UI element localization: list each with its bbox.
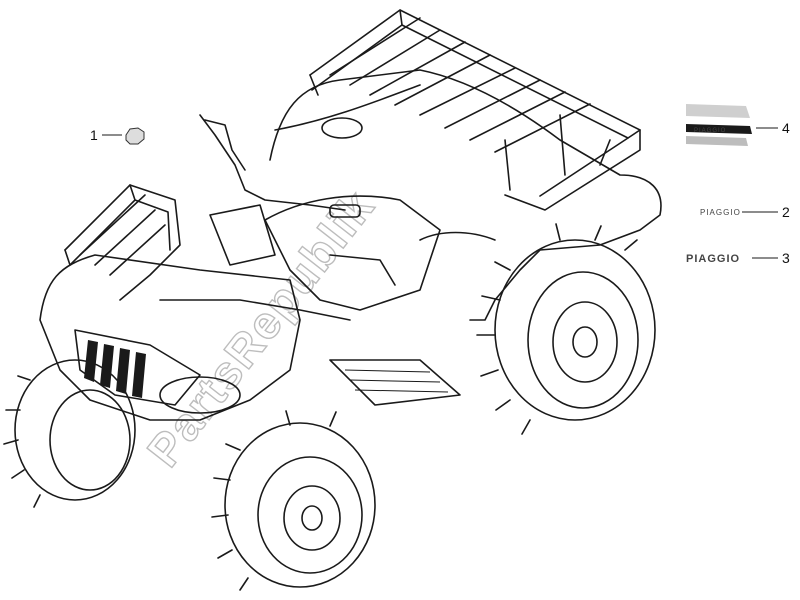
watermark-text: PartsRepublik [137, 180, 384, 476]
round-emblem-part [125, 127, 145, 145]
callout-3-number: 3 [782, 250, 790, 266]
front-rack [64, 184, 181, 301]
watermark: PartsRepublik [136, 179, 385, 477]
front-right-wheel [211, 410, 376, 591]
svg-text:PIAGGIO: PIAGGIO [694, 128, 726, 134]
callout-2-number: 2 [782, 204, 790, 220]
callout-1-number: 1 [90, 127, 98, 143]
callout-3: PIAGGIO 3 [686, 250, 790, 266]
callout-2: PIAGGIO 2 [700, 204, 790, 220]
headlight [159, 376, 241, 414]
callout-4-number: 4 [782, 120, 790, 136]
handlebar [199, 114, 361, 266]
seat [264, 195, 441, 311]
front-body [39, 254, 351, 421]
callout-4: PIAGGIO 4 [686, 104, 790, 146]
rear-body [269, 69, 662, 321]
callout-1: 1 [90, 127, 145, 145]
footrest [329, 359, 461, 406]
fuel-cap [321, 117, 363, 139]
rear-right-wheel [476, 223, 656, 435]
rear-rack [309, 9, 641, 211]
front-left-wheel [3, 359, 136, 508]
atv-illustration [3, 9, 662, 591]
piaggio-large-decal: PIAGGIO [686, 253, 740, 265]
striped-decal-part: PIAGGIO [686, 104, 752, 146]
piaggio-small-decal: PIAGGIO [700, 208, 741, 217]
